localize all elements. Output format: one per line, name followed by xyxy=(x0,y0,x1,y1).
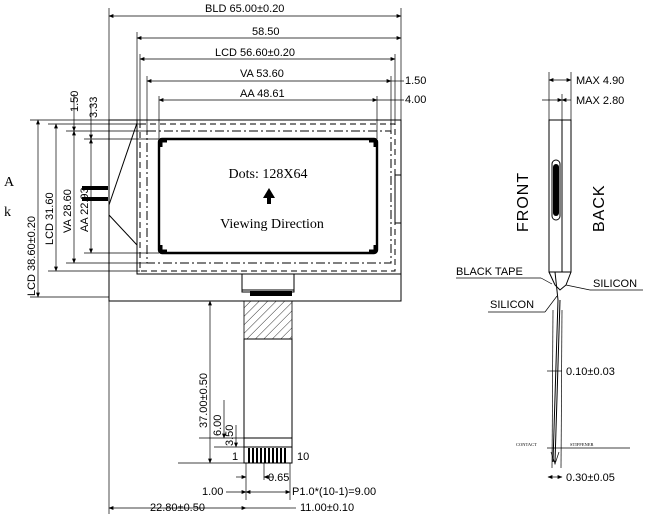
cathode-label: k xyxy=(4,205,11,220)
bevel-bottom xyxy=(108,214,138,246)
dim-4-00: 4.00 xyxy=(405,94,426,106)
fpc-stiffener-bar xyxy=(250,291,292,296)
dots-label: Dots: 128X64 xyxy=(229,167,308,182)
silicon-label-left: SILICON xyxy=(490,299,534,311)
led-lead-cathode xyxy=(82,197,108,201)
dim-bld-width: BLD 65.00±0.20 xyxy=(205,3,284,15)
front-view: A k Dots: 128X64 Viewing Direction xyxy=(4,3,426,514)
side-cavity-fill xyxy=(553,164,559,216)
dim-6-00: 6.00 xyxy=(212,415,224,436)
dim-58-50: 58.50 xyxy=(252,26,280,38)
black-tape-label: BLACK TAPE xyxy=(456,266,523,278)
viewing-direction-label: Viewing Direction xyxy=(220,217,324,232)
active-area xyxy=(157,137,379,255)
dim-va-width: VA 53.60 xyxy=(240,68,284,80)
bottom-dimensions: 0.65 1.00 P1.0*(10-1)=9.00 22.80±0.50 11… xyxy=(108,301,376,514)
led-lead-anode xyxy=(82,186,108,190)
dim-lcd-width: LCD 56.60±0.20 xyxy=(215,47,295,59)
dim-lcd-31-60: LCD 31.60 xyxy=(44,192,56,245)
side-notch xyxy=(394,174,402,224)
front-label: FRONT xyxy=(515,172,532,232)
back-label: BACK xyxy=(591,184,608,232)
silicon-label-right: SILICON xyxy=(593,278,637,290)
dim-aa-height: AA 22.93 xyxy=(79,187,91,232)
dim-lcd-height: LCD 38.60±0.20 xyxy=(26,216,38,296)
dim-va-height: VA 28.60 xyxy=(62,189,74,233)
dim-0-10: 0.10±0.03 xyxy=(566,366,615,378)
fpc-dimensions: 37.00±0.50 6.00 3.50 xyxy=(178,300,244,464)
pin-1-label: 1 xyxy=(232,451,238,463)
dim-fpc-length: 37.00±0.50 xyxy=(198,373,210,428)
dim-max-2-80: MAX 2.80 xyxy=(576,95,624,107)
dim-pitch: P1.0*(10-1)=9.00 xyxy=(292,486,376,498)
contact-label: CONTACT xyxy=(516,442,537,447)
viewing-direction-arrow-icon xyxy=(263,188,275,204)
dim-3-33: 3.33 xyxy=(88,97,100,118)
fpc-contacts xyxy=(248,448,286,463)
dim-11-00: 11.00±0.10 xyxy=(300,502,354,514)
bevel-top xyxy=(108,122,138,206)
dim-aa-width: AA 48.61 xyxy=(240,88,285,100)
left-dimensions: LCD 38.60±0.20 LCD 31.60 VA 28.60 AA 22.… xyxy=(26,91,159,298)
side-body xyxy=(548,119,572,273)
fpc-joint xyxy=(241,273,295,293)
dim-22-80: 22.80±0.50 xyxy=(150,502,205,514)
dim-1-00: 1.00 xyxy=(202,486,223,498)
top-dimensions: BLD 65.00±0.20 58.50 LCD 56.60±0.20 VA 5… xyxy=(108,3,426,139)
dim-1-50-left: 1.50 xyxy=(69,91,81,112)
dim-1-50-right: 1.50 xyxy=(405,75,426,87)
fpc-cable: 1 10 xyxy=(232,273,309,464)
anode-label: A xyxy=(4,175,15,190)
side-cavity xyxy=(551,159,561,221)
pin-10-label: 10 xyxy=(297,451,309,463)
bezel-outline xyxy=(139,123,396,272)
viewing-area xyxy=(146,130,392,264)
fpc-hatched-region xyxy=(243,300,293,340)
fpc-tail xyxy=(243,338,293,464)
side-view: FRONT BACK MAX 4.90 MAX 2.80 BLACK TAPE … xyxy=(456,72,643,484)
corner-marks xyxy=(159,139,377,253)
stiffener-label: STIFFENER xyxy=(570,442,594,447)
dim-3-50: 3.50 xyxy=(224,425,236,446)
dim-max-4-90: MAX 4.90 xyxy=(576,75,624,87)
dim-0-30: 0.30±0.05 xyxy=(566,472,615,484)
dim-0-65: 0.65 xyxy=(268,472,289,484)
